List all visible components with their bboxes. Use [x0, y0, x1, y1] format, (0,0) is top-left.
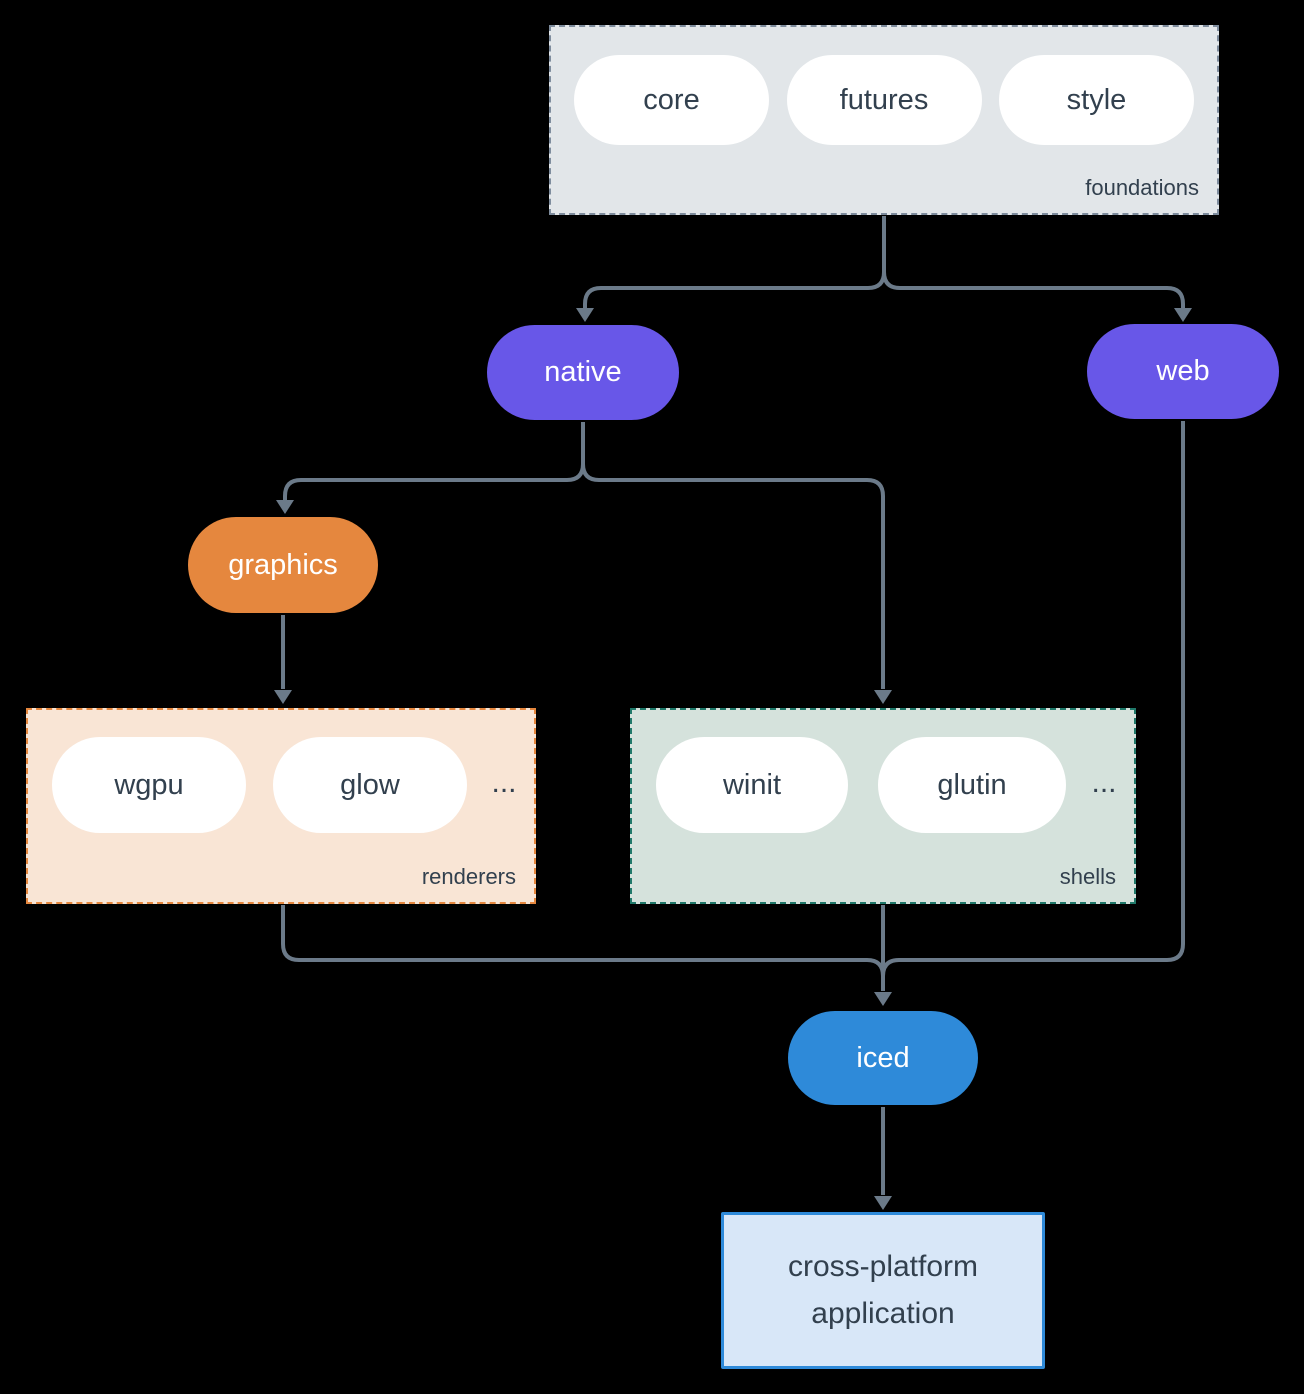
arrowhead-native — [576, 308, 594, 322]
foundations-group-label: foundations — [1085, 175, 1199, 200]
node-style-label: style — [1066, 83, 1127, 116]
node-glutin-label: glutin — [937, 768, 1007, 801]
arrowhead-web — [1174, 308, 1192, 322]
arrowhead-shells — [874, 690, 892, 704]
renderers-group: wgpu glow ... renderers — [26, 708, 536, 904]
node-graphics-label: graphics — [228, 548, 338, 581]
node-glutin: glutin — [878, 737, 1066, 833]
arrowhead-application — [874, 1196, 892, 1210]
edge-foundations-to-web — [882, 271, 1185, 308]
node-web: web — [1087, 324, 1279, 419]
node-iced: iced — [788, 1011, 978, 1105]
renderers-ellipsis: ... — [491, 766, 517, 799]
node-wgpu-label: wgpu — [114, 768, 184, 801]
arrowhead-graphics — [276, 500, 294, 514]
node-futures: futures — [786, 55, 982, 145]
node-winit: winit — [656, 737, 848, 833]
node-wgpu: wgpu — [52, 737, 246, 833]
node-native-label: native — [544, 356, 622, 388]
node-core-label: core — [643, 83, 700, 116]
edge-foundations-to-native — [583, 271, 886, 308]
shells-ellipsis: ... — [1091, 766, 1117, 799]
arrowhead-renderers — [274, 690, 292, 704]
node-native: native — [487, 325, 679, 420]
arrowhead-iced — [874, 992, 892, 1006]
edge-renderers-to-merge — [281, 905, 885, 977]
renderers-group-label: renderers — [421, 864, 516, 889]
node-web-label: web — [1156, 355, 1210, 387]
node-futures-label: futures — [839, 83, 929, 116]
node-glow: glow — [273, 737, 467, 833]
edge-native-to-graphics — [283, 463, 585, 500]
node-core: core — [574, 55, 769, 145]
shells-group: winit glutin ... shells — [630, 708, 1136, 904]
node-iced-label: iced — [856, 1041, 910, 1074]
foundations-group: core futures style foundations — [549, 25, 1219, 215]
node-glow-label: glow — [340, 768, 400, 801]
node-winit-label: winit — [722, 768, 781, 801]
shells-group-label: shells — [1059, 864, 1116, 889]
foundations-pill-row: core futures style — [551, 55, 1217, 145]
node-cross-platform-application: cross-platform application — [721, 1212, 1045, 1369]
edge-native-to-shells — [581, 463, 885, 689]
node-graphics: graphics — [188, 517, 378, 613]
application-label: cross-platform application — [787, 1250, 979, 1330]
node-style: style — [999, 55, 1194, 145]
